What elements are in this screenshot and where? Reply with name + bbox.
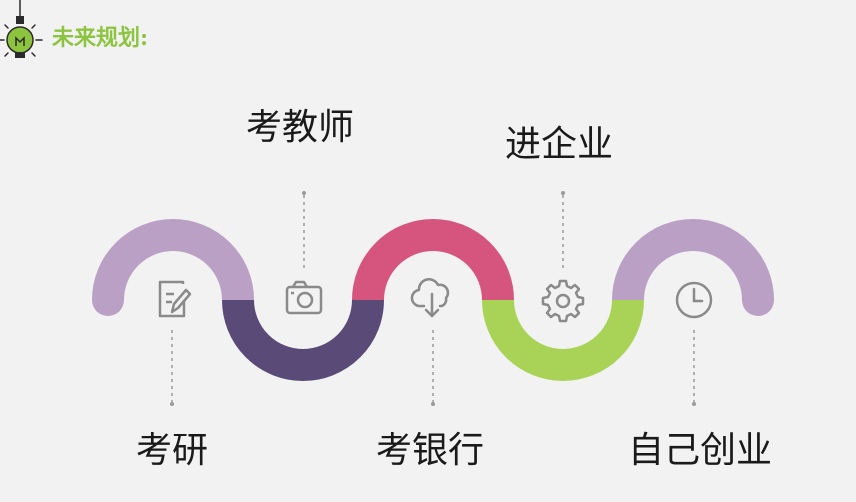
- arc-jiaoshi: [222, 299, 384, 381]
- gear-icon: [541, 279, 585, 323]
- arc-qiye: [482, 299, 644, 381]
- camera-icon: [285, 280, 323, 315]
- arc-kaoyan: [92, 219, 254, 301]
- arc-end-cap: [742, 284, 774, 316]
- arc-start-cap: [92, 284, 124, 316]
- page-title: 未来规划:: [52, 25, 149, 51]
- label-yinhang: 考银行: [376, 430, 485, 471]
- label-jiaoshi: 考教师: [246, 107, 355, 148]
- cloud-download-icon: [410, 278, 450, 318]
- arc-yinhang: [352, 219, 514, 301]
- label-kaoyan: 考研: [136, 430, 209, 471]
- arc-chuangye: [612, 219, 774, 301]
- edit-document-icon: [158, 280, 192, 318]
- clock-icon: [675, 281, 713, 319]
- label-qiye: 进企业: [505, 124, 614, 165]
- label-chuangye: 自己创业: [628, 430, 773, 471]
- lightbulb-icon: [0, 0, 43, 58]
